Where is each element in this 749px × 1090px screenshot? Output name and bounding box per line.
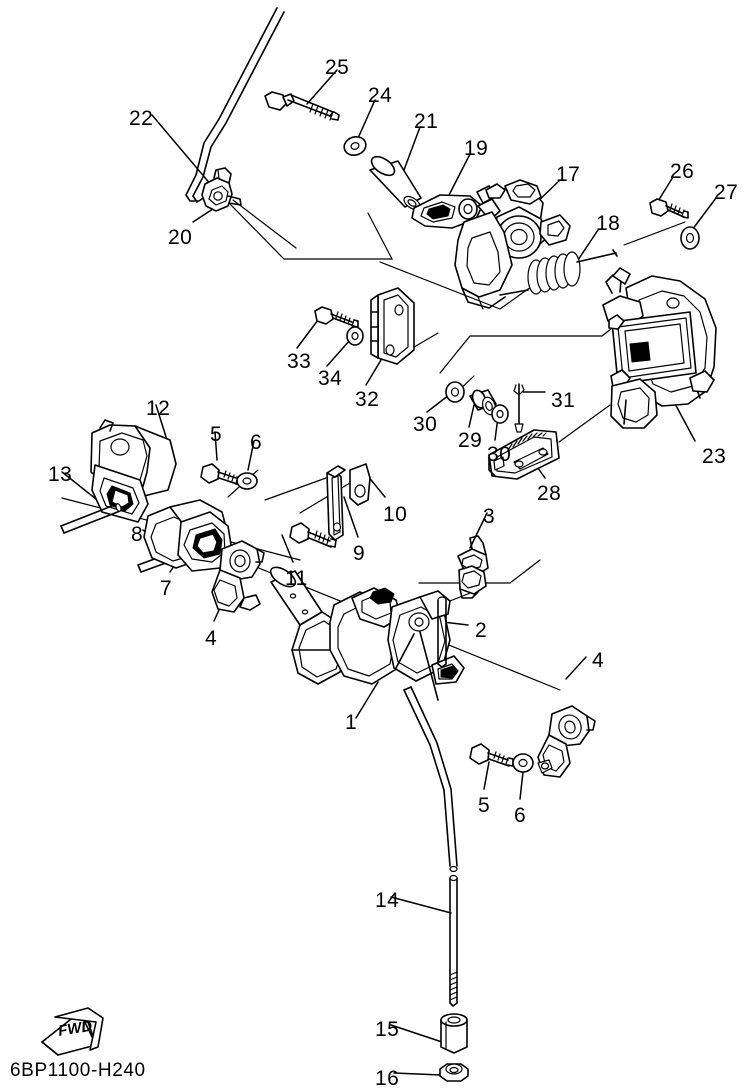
callout-2: 2 — [475, 619, 488, 642]
part-3-clip — [457, 535, 489, 599]
callout-11: 11 — [285, 567, 308, 590]
callout-10: 10 — [383, 503, 408, 526]
callout-34: 34 — [318, 367, 343, 390]
callout-17: 17 — [556, 163, 581, 186]
part-12-bracket-arm — [90, 419, 177, 523]
part-7-shaft-joint — [143, 499, 233, 572]
callout-14: 14 — [375, 889, 400, 912]
callout-5b: 5 — [478, 794, 491, 817]
part-18-torsion-spring — [499, 249, 618, 296]
callout-33: 33 — [287, 350, 312, 373]
part-28-ratchet-slider — [488, 429, 560, 480]
diagram-code-label: 6BP1100-H240 — [10, 1060, 146, 1081]
callout-25: 25 — [325, 56, 350, 79]
callout-28: 28 — [537, 482, 562, 505]
callout-20: 20 — [168, 226, 193, 249]
part-10-spacer-plate — [349, 463, 371, 506]
callout-30b: 30 — [487, 443, 512, 466]
part-24-washer — [343, 135, 367, 157]
callout-18: 18 — [596, 212, 621, 235]
part-2-pin — [437, 596, 447, 668]
part-16-nut — [439, 1063, 469, 1082]
part-31-cotter-pin — [513, 383, 525, 433]
callout-6b: 6 — [514, 804, 527, 827]
callout-24: 24 — [368, 84, 393, 107]
callout-22: 22 — [129, 107, 154, 130]
part-27-washer — [680, 226, 700, 250]
callout-4a: 4 — [205, 627, 218, 650]
callout-13: 13 — [48, 463, 73, 486]
callout-30a: 30 — [413, 413, 438, 436]
part-30b-washer — [491, 404, 509, 424]
part-32-plate-bracket — [370, 287, 415, 365]
callout-21: 21 — [414, 110, 439, 133]
callout-27: 27 — [714, 181, 739, 204]
part-34-washer — [346, 326, 364, 346]
part-23-bracket-housing — [602, 267, 717, 429]
part-4a-rod-end — [211, 540, 265, 613]
part-13-pin — [60, 503, 122, 534]
callout-5a: 5 — [210, 423, 223, 446]
part-19-clevis-joint — [411, 194, 483, 229]
callout-16: 16 — [375, 1067, 400, 1090]
part-5a-bolt — [200, 463, 242, 485]
part-1-shift-shaft-body — [269, 566, 465, 701]
callout-12: 12 — [146, 397, 171, 420]
callout-1: 1 — [345, 711, 358, 734]
callout-29: 29 — [458, 429, 483, 452]
part-25-bolt — [264, 91, 340, 121]
part-33-bolt — [314, 306, 359, 328]
callout-3: 3 — [483, 505, 496, 528]
part-6b-washer — [512, 753, 534, 773]
part-4b-rod-end — [537, 705, 596, 778]
callout-31: 31 — [551, 389, 576, 412]
callout-6a: 6 — [250, 431, 263, 454]
callout-26: 26 — [670, 160, 695, 183]
callout-7: 7 — [160, 577, 173, 600]
part-15-spacer-sleeve — [440, 1013, 468, 1054]
part-21-sleeve — [369, 155, 422, 211]
part-20-link-clip — [201, 167, 242, 212]
part-9-bracket-plate — [326, 465, 346, 541]
callout-19: 19 — [464, 137, 489, 160]
part-26-hex-bolt — [649, 198, 689, 219]
part-6a-washer — [236, 472, 258, 490]
part-30a-washer — [445, 381, 465, 403]
part-22-control-rod — [185, 7, 285, 203]
part-5b-bolt — [469, 743, 514, 767]
part-11-bolt — [289, 522, 337, 548]
callout-8: 8 — [131, 523, 144, 546]
callout-32: 32 — [355, 388, 380, 411]
callout-4b: 4 — [592, 649, 605, 672]
callout-23: 23 — [702, 445, 727, 468]
callout-15: 15 — [375, 1018, 400, 1041]
part-14-long-rod — [403, 686, 458, 1007]
part-17-throttle-cam — [454, 179, 571, 310]
forward-direction-arrow — [41, 1007, 104, 1056]
callout-9: 9 — [353, 542, 366, 565]
